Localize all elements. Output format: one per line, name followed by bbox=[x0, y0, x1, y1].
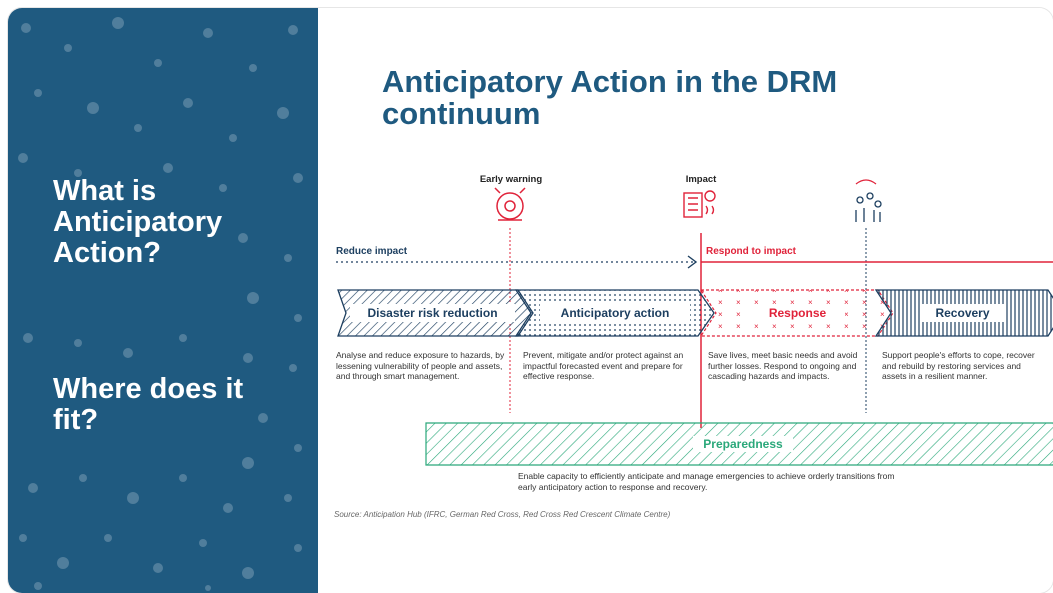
drm-diagram: × bbox=[336, 179, 1053, 466]
phase-drr-label: Disaster risk reduction bbox=[367, 306, 498, 320]
slide-title: Anticipatory Action in the DRM continuum bbox=[382, 64, 838, 131]
preparedness-label-bg bbox=[693, 436, 793, 452]
phase-recovery-label: Recovery bbox=[935, 306, 990, 320]
phase-recovery-desc: Support people's efforts to cope, recove… bbox=[882, 350, 1035, 381]
phase-drr-label-bg bbox=[350, 304, 515, 322]
preparedness-label: Preparedness bbox=[703, 437, 783, 451]
slide-card: What is Anticipatory Action? Where does … bbox=[8, 8, 1053, 593]
dot-pattern bbox=[18, 17, 303, 591]
preparedness-desc: Enable capacity to efficiently anticipat… bbox=[518, 471, 895, 492]
respond-impact-label: Respond to impact bbox=[706, 246, 797, 257]
hazard-impact-icon bbox=[683, 190, 716, 218]
early-warning-label: Early warning bbox=[479, 174, 543, 185]
phase-aa-label-bg bbox=[540, 304, 690, 322]
phase-drr-desc: Analyse and reduce exposure to hazards, … bbox=[336, 350, 505, 381]
phase-aa-label: Anticipatory action bbox=[560, 306, 670, 320]
phase-recovery-label-bg bbox=[920, 304, 1005, 322]
reduce-impact-arrowhead bbox=[687, 255, 698, 269]
source-note: Source: Anticipation Hub (IFRC, German R… bbox=[334, 510, 671, 519]
diagram-panel: Anticipatory Action in the DRM continuum… bbox=[318, 8, 1053, 593]
impact-label: Impact bbox=[685, 174, 717, 185]
question-what-is: What is Anticipatory Action? bbox=[53, 175, 223, 269]
reduce-impact-label: Reduce impact bbox=[336, 246, 408, 257]
community-icon bbox=[855, 179, 882, 222]
phase-response-desc: Save lives, meet basic needs and avoid f… bbox=[708, 350, 858, 381]
alarm-bell-icon bbox=[494, 187, 526, 221]
phase-response-label: Response bbox=[768, 306, 827, 320]
phase-aa-desc: Prevent, mitigate and/or protect against… bbox=[523, 350, 684, 381]
phase-response-label-bg bbox=[750, 304, 845, 322]
left-panel: What is Anticipatory Action? Where does … bbox=[8, 8, 318, 593]
question-where-fit: Where does it fit? bbox=[53, 373, 244, 436]
